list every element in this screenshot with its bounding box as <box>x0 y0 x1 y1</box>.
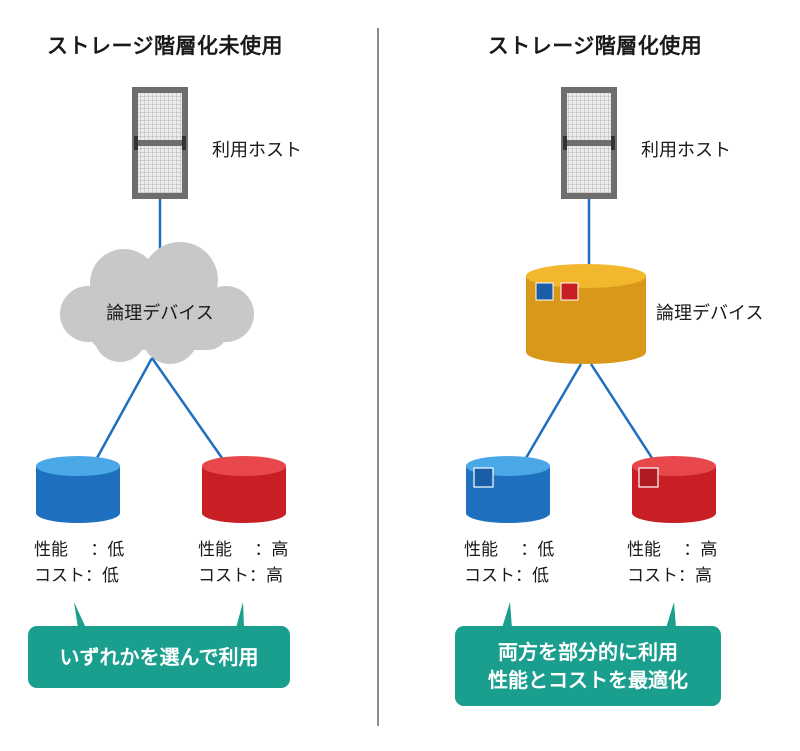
right-callout-line1: 両方を部分的に利用 <box>498 640 678 664</box>
left-callout-pointer-high <box>236 602 244 628</box>
right-high-tier-cost: コスト：高 <box>627 566 712 586</box>
right-high-tier-specs: 性能 ：高 コスト：高 <box>627 537 717 589</box>
left-low-tier-performance: 性能 ：低 <box>34 540 125 560</box>
right-low-tier-performance: 性能 ：低 <box>464 540 555 560</box>
left-low-tier-cost: コスト：低 <box>34 566 119 586</box>
right-low-tier-storage-icon <box>466 456 550 523</box>
left-link-blue <box>95 357 154 459</box>
right-low-tier-specs: 性能 ：低 コスト：低 <box>464 537 554 589</box>
left-high-tier-specs: 性能 ：高 コスト：高 <box>198 537 288 589</box>
right-low-tier-cost: コスト：低 <box>464 566 549 586</box>
left-host-server-icon <box>132 87 188 199</box>
left-high-tier-performance: 性能 ：高 <box>198 540 289 560</box>
left-host-label: 利用ホスト <box>212 140 302 161</box>
right-callout-pointer-high <box>666 602 676 628</box>
left-low-tier-storage-icon <box>36 456 120 523</box>
right-high-tier-storage-icon <box>632 456 716 523</box>
right-logical-device-icon <box>526 264 646 364</box>
left-cloud-icon <box>60 242 254 364</box>
left-callout: いずれかを選んで利用 <box>28 626 290 688</box>
left-callout-pointer-low <box>74 602 86 628</box>
right-callout: 両方を部分的に利用 性能とコストを最適化 <box>455 626 721 706</box>
right-link-red <box>589 363 654 459</box>
left-low-tier-specs: 性能 ：低 コスト：低 <box>34 537 124 589</box>
right-callout-line2: 性能とコストを最適化 <box>488 668 688 692</box>
left-high-tier-storage-icon <box>202 456 286 523</box>
left-device-label: 論理デバイス <box>106 303 214 324</box>
right-device-label: 論理デバイス <box>656 303 764 324</box>
left-callout-text: いずれかを選んで利用 <box>59 645 259 669</box>
right-host-label: 利用ホスト <box>641 140 731 161</box>
right-high-tier-performance: 性能 ：高 <box>627 540 718 560</box>
left-title: ストレージ階層化未使用 <box>46 34 284 58</box>
right-link-blue <box>524 363 583 459</box>
left-high-tier-cost: コスト：高 <box>198 566 283 586</box>
left-link-red <box>150 357 224 459</box>
right-callout-pointer-low <box>502 602 512 628</box>
right-host-server-icon <box>561 87 617 199</box>
right-title: ストレージ階層化使用 <box>487 34 703 58</box>
